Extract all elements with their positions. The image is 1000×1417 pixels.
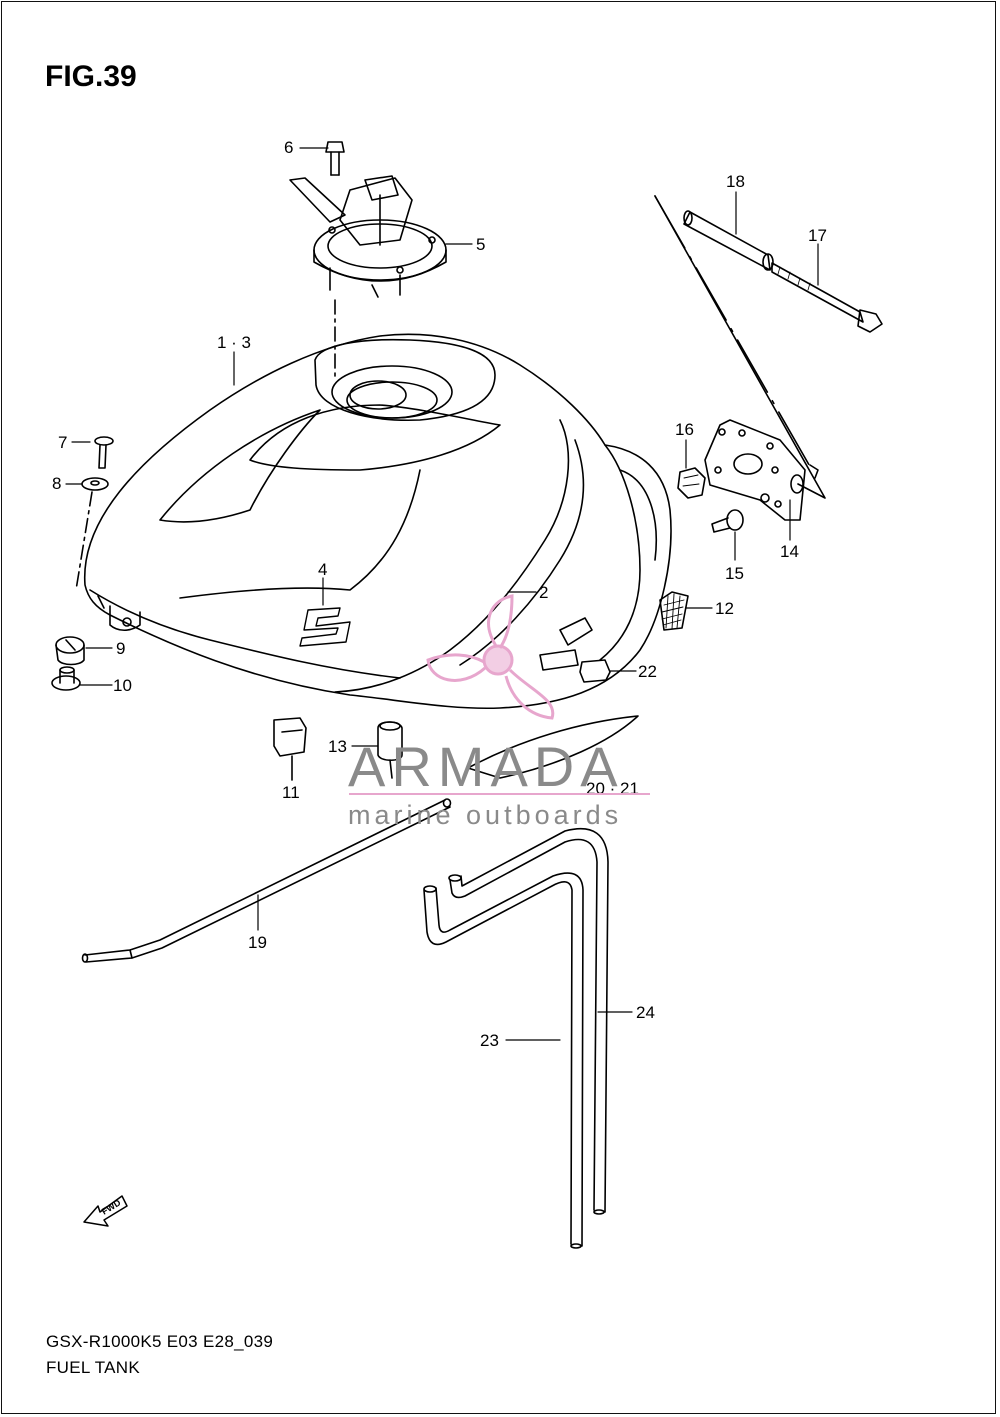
nut-16: [677, 467, 706, 499]
callout-7: 7: [58, 433, 67, 452]
callout-19: 19: [248, 933, 267, 952]
callout-2: 2: [539, 583, 548, 602]
callout-13: 13: [328, 737, 347, 756]
callout-4: 4: [318, 560, 327, 579]
callout-22: 22: [638, 662, 657, 681]
callout-15: 15: [725, 564, 744, 583]
callout-5: 5: [476, 235, 485, 254]
cap-22: [579, 659, 611, 683]
callout-24: 24: [636, 1003, 655, 1022]
callout-9: 9: [116, 639, 125, 658]
bolt-17: [771, 262, 883, 333]
callout-10: 10: [113, 676, 132, 695]
callout-16: 16: [675, 420, 694, 439]
grommet-11: [273, 717, 307, 781]
watermark-tagline: marine outboards: [348, 800, 622, 830]
fuel-cap-assembly: [289, 175, 447, 298]
fwd-arrow-icon: FWD: [83, 1195, 128, 1227]
callout-14: 14: [780, 542, 799, 561]
pad-12: [659, 591, 689, 631]
callout-23: 23: [480, 1031, 499, 1050]
fuel-tank-body: [84, 333, 672, 710]
spacer-18: [683, 210, 774, 271]
hose-24: [448, 827, 609, 1215]
suzuki-emblem: [299, 607, 351, 647]
rod-19: [81, 798, 452, 963]
bolt-15: [711, 509, 744, 533]
leader-lines: [65, 147, 819, 1041]
callout-12: 12: [715, 599, 734, 618]
bolt-6: [325, 141, 345, 176]
cushion-9: [55, 636, 85, 666]
screw-7: [94, 436, 114, 469]
bracket-14: [704, 419, 819, 521]
callout-6: 6: [284, 138, 293, 157]
callout-1-3: 1 · 3: [217, 333, 251, 352]
collar-10: [51, 666, 81, 691]
callout-17: 17: [808, 226, 827, 245]
watermark-brand: ARMADA: [348, 735, 624, 798]
figure-title: FIG.39: [45, 60, 137, 93]
hose-23: [423, 872, 584, 1249]
callout-18: 18: [726, 172, 745, 191]
callout-11: 11: [282, 783, 300, 802]
decal-20-21: [467, 715, 639, 779]
callout-8: 8: [52, 474, 61, 493]
figure-caption: FUEL TANK: [46, 1358, 141, 1377]
damper-13: [377, 721, 403, 779]
washer-8: [81, 477, 109, 491]
model-code: GSX-R1000K5 E03 E28_039: [46, 1332, 274, 1351]
watermark-propeller-logo: [426, 594, 555, 720]
